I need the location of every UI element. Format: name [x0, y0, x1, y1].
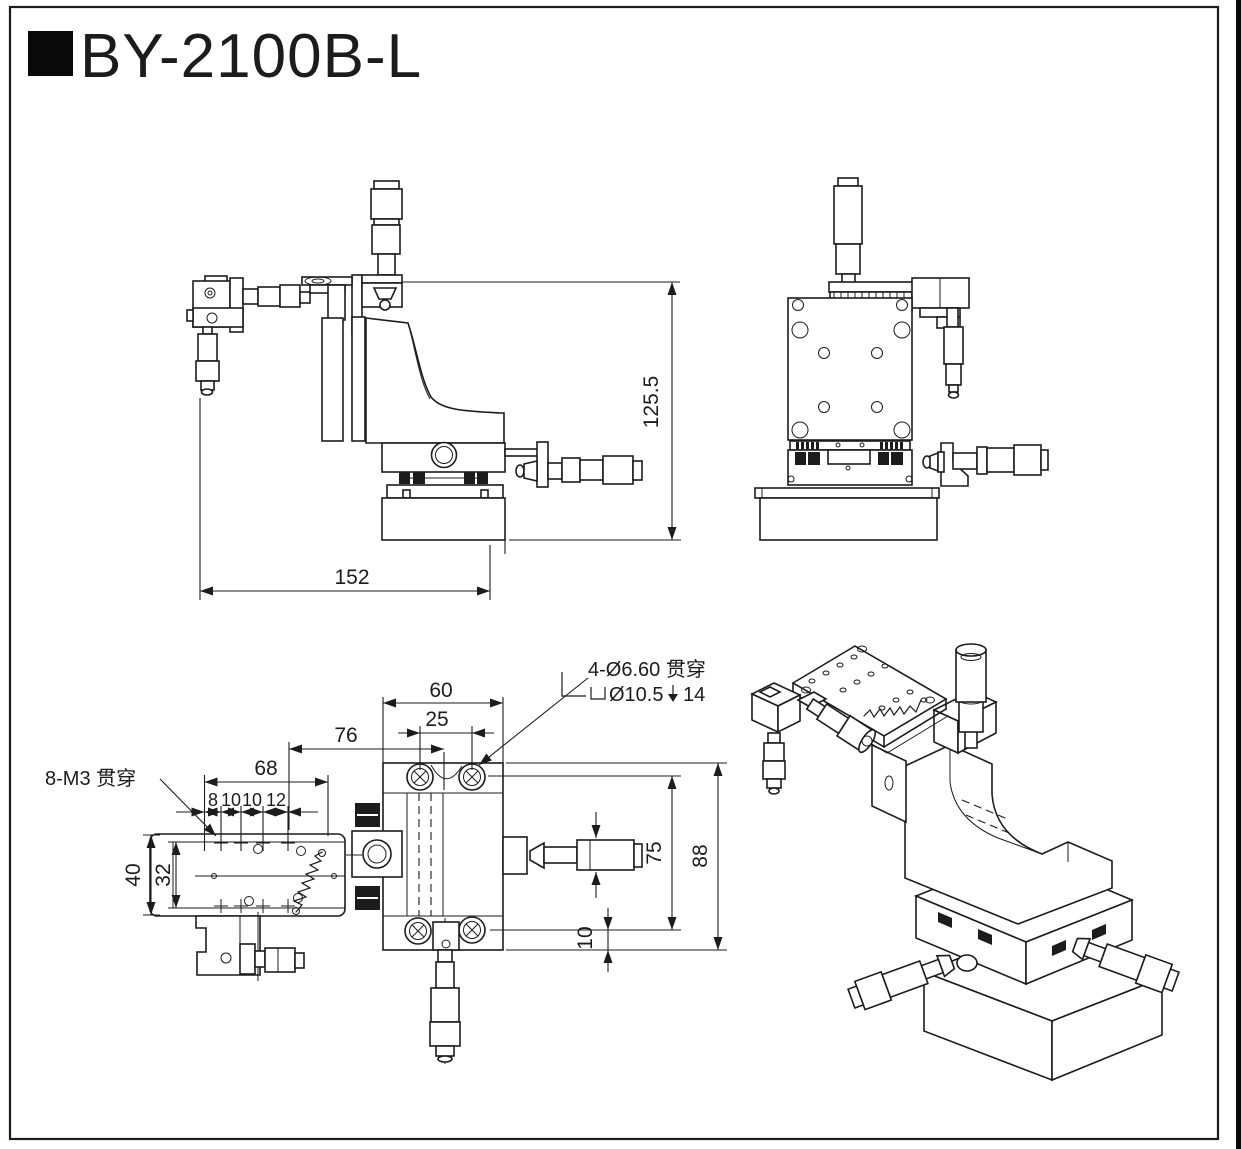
plan-dim-pitch-10b: 10	[242, 790, 262, 810]
page-title: BY-2100B-L	[80, 22, 422, 91]
side-lower-stage	[787, 440, 913, 486]
plan-note-cbore-count: 4-Ø6.60 贯穿	[588, 658, 706, 681]
front-top-micrometer	[370, 180, 403, 284]
plan-dim-32: 32	[152, 863, 175, 886]
plan-note-cbore-depth: 14	[683, 684, 705, 706]
side-top-micrometer	[833, 177, 863, 284]
iso-view	[750, 643, 1180, 1082]
cbore-bracket-line	[561, 672, 586, 697]
front-right-micrometer	[504, 441, 643, 488]
side-view	[754, 177, 1049, 541]
front-view: 125.5 152	[186, 180, 681, 600]
plan-dims: 60 25 76 68	[45, 658, 727, 972]
side-right-micrometer	[922, 442, 1049, 487]
front-left-assembly	[186, 275, 353, 396]
plan-bottom-micrometer	[429, 918, 461, 1064]
front-dim-height: 125.5	[402, 281, 681, 554]
plan-spring	[292, 851, 323, 913]
plan-dim-75: 75	[643, 841, 666, 864]
plan-screw	[458, 916, 486, 944]
plan-right-micrometer	[502, 812, 643, 898]
plan-dim-68: 68	[254, 757, 277, 780]
front-body-block	[365, 317, 505, 444]
front-dim-width: 152	[199, 398, 491, 600]
front-lower-stage	[381, 441, 506, 541]
iso-body-block	[904, 744, 1113, 925]
plan-left-plate	[149, 833, 346, 917]
side-base	[754, 487, 940, 541]
plan-dim-40: 40	[122, 863, 145, 886]
depth-icon	[668, 685, 678, 702]
plan-dim-88: 88	[689, 844, 712, 867]
plan-note-m3: 8-M3 贯穿	[45, 767, 136, 790]
plan-dim-76: 76	[334, 724, 357, 747]
plan-dim-pitch-10a: 10	[221, 790, 241, 810]
iso-right-micrometer	[1071, 937, 1180, 994]
plan-dim-25: 25	[425, 708, 448, 731]
iso-column	[871, 743, 907, 824]
plan-dim-10: 10	[574, 926, 597, 949]
title-block: BY-2100B-L	[28, 22, 422, 91]
side-main-plate	[787, 297, 913, 441]
side-top-bracket	[911, 277, 970, 399]
plan-note-cbore-dia: Ø10.5	[609, 684, 663, 706]
front-column	[321, 316, 366, 442]
iso-left-assembly	[750, 682, 877, 795]
plan-view: 60 25 76 68	[45, 658, 727, 1064]
iso-left-micrometer	[847, 954, 956, 1011]
plan-main-stage	[346, 762, 504, 951]
front-dim-height-label: 125.5	[640, 376, 663, 429]
title-bullet-square	[28, 31, 73, 76]
plan-dim-60: 60	[429, 679, 452, 702]
iso-spring	[863, 699, 922, 719]
counterbore-icon	[590, 687, 606, 700]
plan-dim-pitch-8: 8	[208, 790, 218, 810]
plan-dim-pitch-12: 12	[266, 790, 286, 810]
iso-vertical-micrometer	[932, 643, 998, 755]
front-dim-width-label: 152	[334, 566, 369, 589]
plan-screw	[404, 917, 432, 945]
plan-bottom-left-bracket	[195, 912, 305, 981]
